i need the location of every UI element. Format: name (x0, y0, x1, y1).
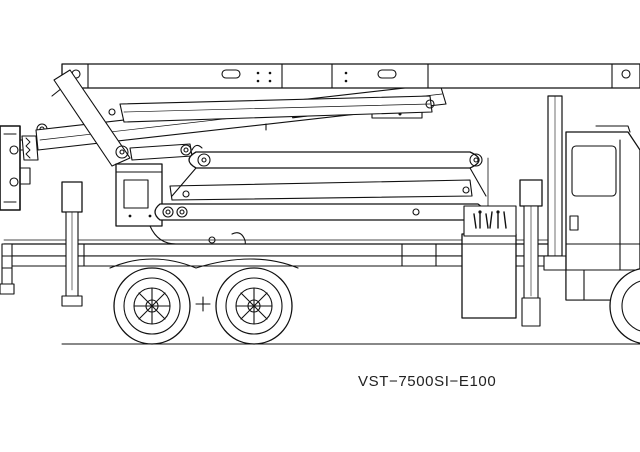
rear-wheel-2 (215, 267, 293, 345)
bucket-platform (0, 125, 33, 211)
boom-rest-beam (154, 203, 485, 249)
rear-steps (0, 243, 15, 295)
control-box (461, 205, 517, 319)
turret (115, 163, 177, 245)
left-linkage-arm (53, 69, 131, 167)
secondary-boom (119, 95, 435, 123)
rear-outrigger (61, 181, 83, 307)
front-wheel (609, 268, 640, 344)
front-outrigger (519, 179, 543, 327)
top-frame-boom (51, 63, 640, 97)
truck-cab (565, 125, 640, 301)
axle-center-mark (195, 296, 211, 312)
model-number-label: VST−7500SI−E100 (358, 373, 497, 390)
rear-fender (109, 258, 299, 269)
rear-wheel-1 (113, 267, 191, 345)
lower-boom (169, 151, 487, 201)
boom-support-post (543, 95, 567, 271)
